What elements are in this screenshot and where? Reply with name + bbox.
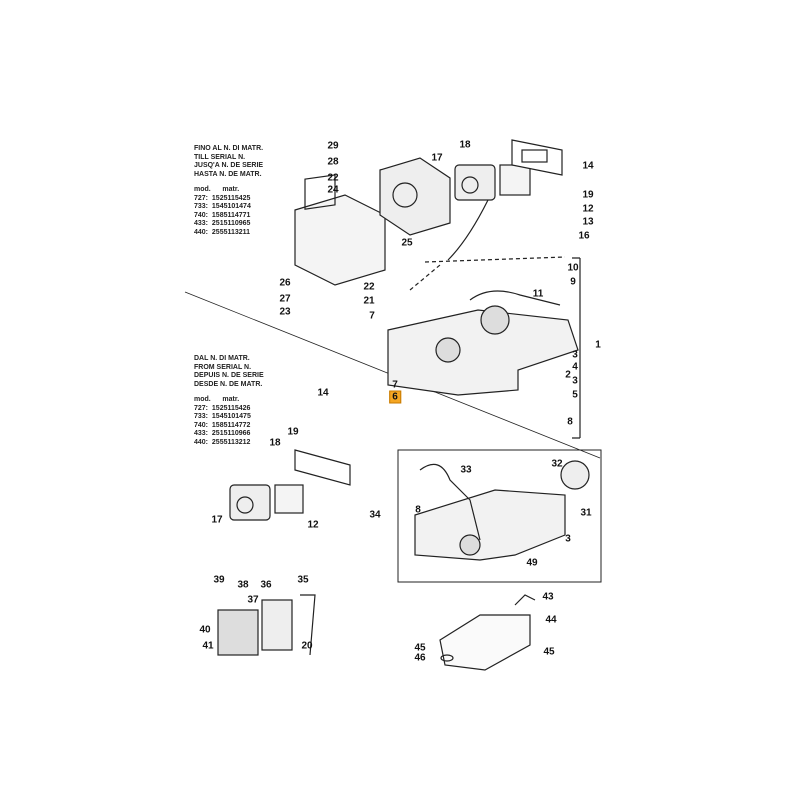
fuel-tank-part (387, 256, 581, 439)
matr: 2515110965 (211, 220, 251, 227)
callout-highlighted[interactable]: 6 (389, 390, 401, 404)
callout-number: 38 (237, 579, 249, 591)
callout-number: 7 (369, 310, 375, 322)
callout-number: 44 (545, 614, 557, 626)
callout-number: 26 (279, 277, 291, 289)
callout-number: 22 (363, 281, 375, 293)
air-filter-old-part (217, 594, 316, 656)
serial-note-until: FINO AL N. DI MATR. TILL SERIAL N. JUSQ'… (194, 145, 263, 237)
bracket-part (439, 594, 536, 671)
callout-number: 24 (327, 184, 339, 196)
callout-number: 9 (570, 276, 576, 288)
callout-number: 43 (542, 591, 554, 603)
matr: 1545101474 (211, 203, 251, 210)
callout-number: 31 (580, 507, 592, 519)
callout-number: 5 (572, 389, 578, 401)
matr: 1525115426 (211, 404, 251, 412)
mod: 740: (194, 421, 209, 429)
callout-number: 13 (582, 216, 594, 228)
note-heading: HASTA N. DE MATR. (194, 170, 262, 178)
matr: 2555113211 (211, 228, 251, 236)
callout-number: 10 (567, 262, 579, 274)
callout-number: 20 (301, 640, 313, 652)
mod: 440: (194, 228, 209, 236)
callout-number: 36 (260, 579, 272, 591)
mod: 433: (194, 430, 209, 437)
note-heading: TILL SERIAL N. (194, 153, 246, 161)
callout-number: 33 (460, 464, 472, 476)
note-heading: DESDE N. DE MATR. (194, 380, 263, 388)
callout-number: 11 (532, 288, 544, 300)
callout-number: 4 (572, 361, 578, 373)
col-mod: mod. (194, 186, 211, 193)
matr: 1585114771 (211, 211, 251, 219)
callout-number: 45 (543, 646, 555, 658)
callout-number: 29 (327, 140, 339, 152)
callout-number: 18 (269, 437, 281, 449)
callout-number: 14 (317, 387, 329, 399)
callout-number: 19 (582, 189, 594, 201)
callout-number: 17 (211, 514, 223, 526)
carburettor-part (447, 139, 563, 261)
callout-number: 8 (415, 504, 421, 516)
note-heading: FROM SERIAL N. (194, 363, 252, 371)
callout-number: 35 (297, 574, 309, 586)
callout-number: 12 (582, 203, 594, 215)
matr: 1585114772 (211, 421, 251, 429)
mod: 733: (194, 413, 209, 420)
callout-number: 16 (578, 230, 590, 242)
fuel-tank-new-part (397, 449, 602, 583)
callout-number: 2 (565, 369, 571, 381)
callout-number: 34 (369, 509, 381, 521)
callout-number: 17 (431, 152, 443, 164)
callout-number: 41 (202, 640, 214, 652)
callout-number: 3 (565, 533, 571, 545)
callout-number: 45 (414, 642, 426, 654)
callout-number: 49 (526, 557, 538, 569)
callout-number: 14 (582, 160, 594, 172)
col-matr: matr. (222, 396, 240, 403)
note-heading: DEPUIS N. DE SERIE (194, 372, 264, 379)
col-matr: matr. (222, 186, 240, 193)
matr: 2515110966 (211, 430, 251, 437)
callout-number: 32 (551, 458, 563, 470)
callout-number: 18 (459, 139, 471, 151)
mod: 727: (194, 404, 209, 412)
callout-number: 40 (199, 624, 211, 636)
callout-number: 37 (247, 594, 259, 606)
matr: 2555113212 (211, 438, 251, 446)
callout-number: 23 (279, 306, 291, 318)
note-heading: DAL N. DI MATR. (194, 355, 250, 362)
callout-number: 19 (287, 426, 299, 438)
callout-number: 27 (279, 293, 291, 305)
serial-note-from: DAL N. DI MATR. FROM SERIAL N. DEPUIS N.… (194, 355, 264, 447)
carburettor-old-part (229, 449, 351, 521)
callout-number: 39 (213, 574, 225, 586)
mod: 440: (194, 438, 209, 446)
callout-number: 46 (414, 652, 426, 664)
note-heading: FINO AL N. DI MATR. (194, 145, 264, 152)
mod: 433: (194, 220, 209, 227)
callout-number: 7 (392, 379, 398, 391)
note-heading: JUSQ'A N. DE SERIE (194, 162, 264, 169)
air-filter-part (294, 157, 451, 286)
callout-number: 3 (572, 349, 578, 361)
mod: 727: (194, 194, 209, 202)
matr: 1545101475 (211, 413, 251, 420)
callout-number: 3 (572, 375, 578, 387)
callout-number: 8 (567, 416, 573, 428)
mod: 740: (194, 211, 209, 219)
matr: 1525115425 (211, 194, 251, 202)
callout-number: 25 (401, 237, 413, 249)
mod: 733: (194, 203, 209, 210)
col-mod: mod. (194, 396, 211, 403)
callout-number: 22 (327, 172, 339, 184)
callout-number: 1 (595, 339, 601, 351)
callout-number: 28 (327, 156, 339, 168)
callout-number: 21 (363, 295, 375, 307)
callout-number: 12 (307, 519, 319, 531)
